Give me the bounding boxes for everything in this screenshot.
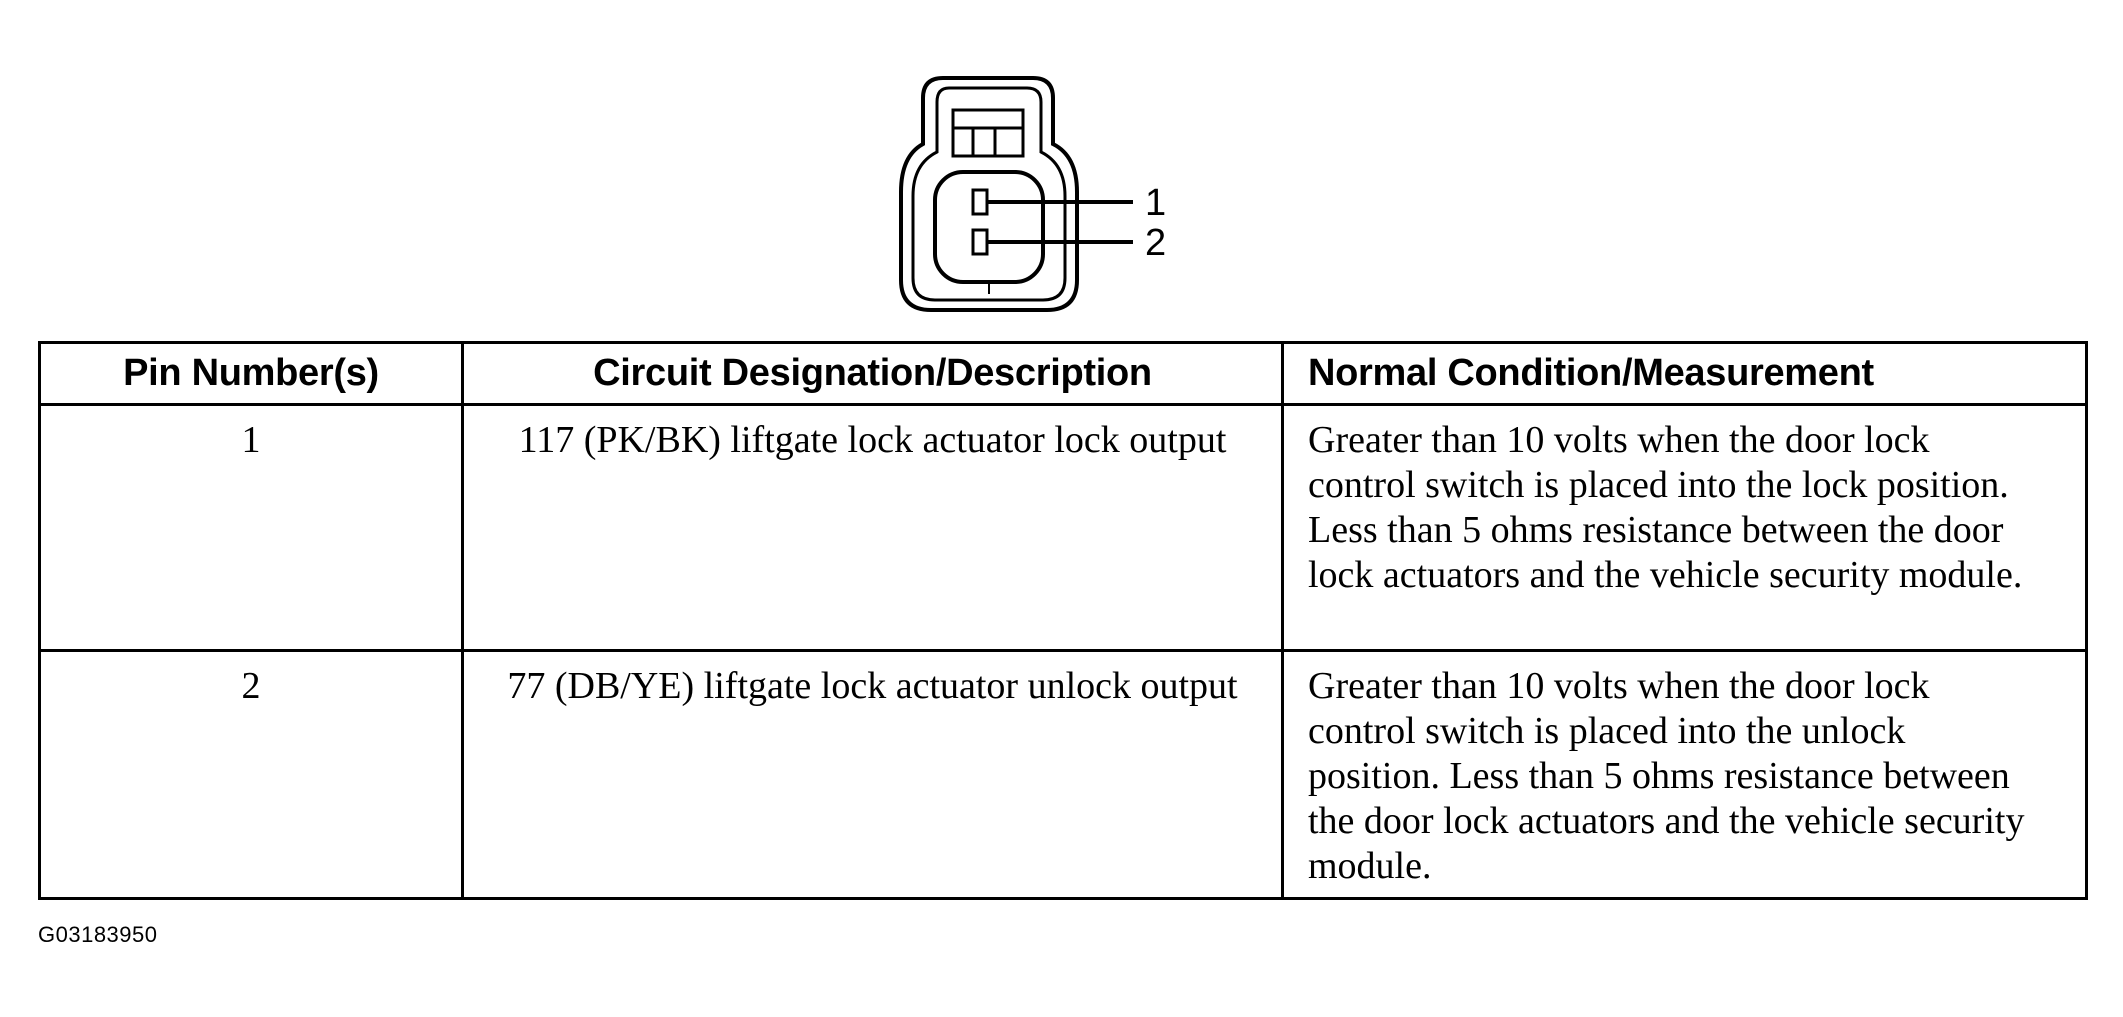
row-1-normal-condition: Greater than 10 volts when the door lock… [1281,403,2088,652]
pin-2-cavity [971,228,989,256]
locking-tab [951,108,1025,158]
connector-inner-housing [911,86,1067,302]
pinout-table: Pin Number(s) Circuit Designation/Descri… [38,341,2088,900]
pin-1-cavity [971,188,989,216]
mating-face [933,170,1045,284]
table-row: 1 117 (PK/BK) liftgate lock actuator loc… [38,403,2088,652]
pin-1-label: 1 [1145,182,1166,224]
connector-diagram: 1 2 [895,72,1195,322]
table-row: 2 77 (DB/YE) liftgate lock actuator unlo… [38,649,2088,900]
connector-face-drawing: 1 2 [899,76,1166,312]
header-pin-numbers: Pin Number(s) [38,341,464,406]
row-2-pin: 2 [38,649,464,900]
header-normal-condition: Normal Condition/Measurement [1281,341,2088,406]
pin-2-label: 2 [1145,222,1166,264]
row-1-pin: 1 [38,403,464,652]
row-2-circuit: 77 (DB/YE) liftgate lock actuator unlock… [461,649,1284,900]
row-1-circuit: 117 (PK/BK) liftgate lock actuator lock … [461,403,1284,652]
row-2-normal-condition: Greater than 10 volts when the door lock… [1281,649,2088,900]
connector-outer-housing [899,76,1079,312]
figure-id: G03183950 [38,922,158,947]
header-circuit-designation: Circuit Designation/Description [461,341,1284,406]
table-header-row: Pin Number(s) Circuit Designation/Descri… [38,341,2088,406]
